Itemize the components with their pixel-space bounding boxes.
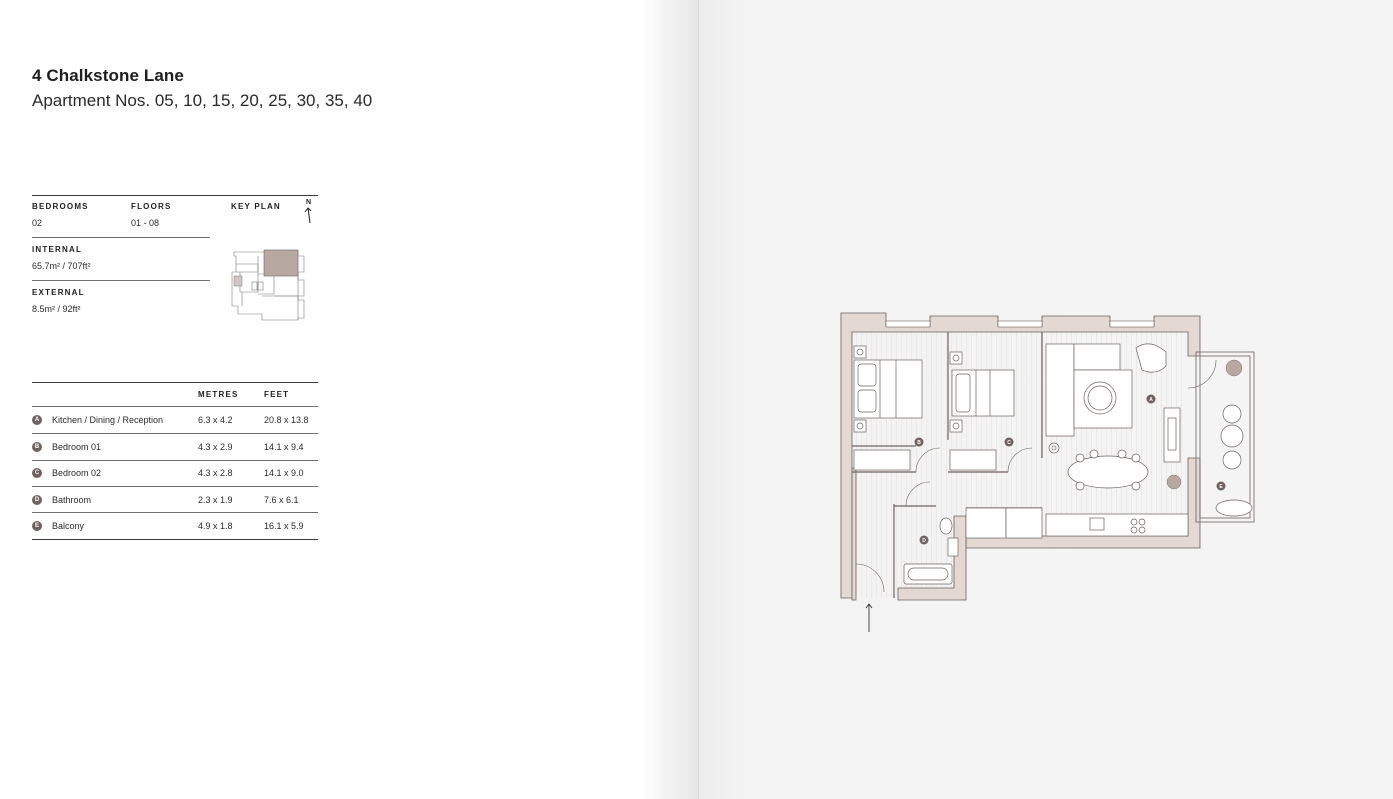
room-row: B Bedroom 01 4.3 x 2.9 14.1 x 9.4	[32, 434, 318, 460]
floorplan-label-a: A	[1149, 397, 1153, 403]
room-row: C Bedroom 02 4.3 x 2.8 14.1 x 9.0	[32, 460, 318, 486]
room-metres: 2.3 x 1.9	[198, 495, 233, 505]
room-row: A Kitchen / Dining / Reception 6.3 x 4.2…	[32, 407, 318, 433]
key-plan-label: KEY PLAN	[231, 202, 281, 211]
internal-label: INTERNAL	[32, 245, 83, 254]
room-name: Kitchen / Dining / Reception	[52, 415, 164, 425]
external-label: EXTERNAL	[32, 288, 85, 297]
room-feet: 20.8 x 13.8	[264, 415, 309, 425]
north-label: N	[306, 199, 312, 206]
feet-header: FEET	[264, 390, 290, 399]
floors-label: FLOORS	[131, 202, 172, 211]
room-row-rule	[32, 460, 318, 461]
rooms-header-rule	[32, 406, 318, 407]
property-title: 4 Chalkstone Lane	[32, 66, 184, 85]
room-metres: 6.3 x 4.2	[198, 415, 233, 425]
room-row: D Bathroom 2.3 x 1.9 7.6 x 6.1	[32, 487, 318, 513]
floor-plan-diagram: A B C D E	[840, 312, 1255, 632]
room-markers	[914, 394, 1226, 545]
room-name: Bathroom	[52, 495, 92, 505]
room-code-badge: A	[32, 415, 42, 425]
room-code-badge: C	[32, 468, 42, 478]
spine-line	[698, 0, 699, 799]
room-name: Bedroom 01	[52, 442, 102, 452]
apartment-numbers: Apartment Nos. 05, 10, 15, 20, 25, 30, 3…	[32, 91, 373, 110]
room-feet: 14.1 x 9.4	[264, 442, 304, 452]
bedrooms-rule	[32, 237, 210, 238]
room-feet: 7.6 x 6.1	[264, 495, 299, 505]
internal-rule	[32, 280, 210, 281]
page-gutter	[640, 0, 698, 799]
rooms-bottom-rule	[32, 539, 318, 540]
room-name: Bedroom 02	[52, 468, 102, 478]
north-arrow-icon	[304, 207, 312, 224]
internal-value: 65.7m² / 707ft²	[32, 261, 91, 271]
floorplan-label-c: C	[1007, 440, 1011, 446]
floors-value: 01 - 08	[131, 218, 160, 228]
room-code-badge: E	[32, 521, 42, 531]
room-row-rule	[32, 433, 318, 434]
room-metres: 4.3 x 2.8	[198, 468, 233, 478]
key-plan-diagram	[231, 249, 305, 321]
floorplan-label-b: B	[917, 440, 921, 446]
external-value: 8.5m² / 92ft²	[32, 304, 81, 314]
floorplan-label-d: D	[922, 538, 926, 544]
specs-top-rule	[32, 195, 318, 196]
metres-header: METRES	[198, 390, 239, 399]
bedrooms-value: 02	[32, 218, 43, 228]
room-row-rule	[32, 486, 318, 487]
left-page: 4 Chalkstone Lane Apartment Nos. 05, 10,…	[0, 0, 640, 799]
room-code-badge: B	[32, 442, 42, 452]
rooms-top-rule	[32, 382, 318, 383]
room-row-rule	[32, 512, 318, 513]
bedrooms-label: BEDROOMS	[32, 202, 89, 211]
room-metres: 4.3 x 2.9	[198, 442, 233, 452]
room-metres: 4.9 x 1.8	[198, 521, 233, 531]
room-feet: 16.1 x 5.9	[264, 521, 304, 531]
room-code-badge: D	[32, 495, 42, 505]
floorplan-label-e: E	[1219, 484, 1223, 490]
room-row: E Balcony 4.9 x 1.8 16.1 x 5.9	[32, 513, 318, 539]
room-name: Balcony	[52, 521, 85, 531]
room-feet: 14.1 x 9.0	[264, 468, 304, 478]
